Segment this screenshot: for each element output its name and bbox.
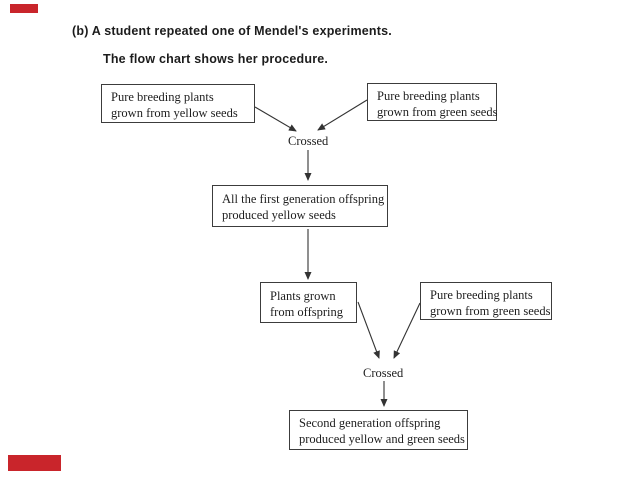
box-text-line: grown from yellow seeds (111, 106, 238, 120)
flowchart-box-first-generation: All the first generation offspring produ… (212, 185, 388, 227)
box-text-line: Plants grown (270, 289, 336, 303)
crossed-label-1: Crossed (288, 134, 329, 148)
box-text-line: grown from green seeds (377, 105, 498, 119)
flowchart-box-plants-from-offspring: Plants grown from offspring (260, 282, 357, 323)
red-accent-bar-top (10, 4, 38, 13)
flowchart-caption: The flow chart shows her procedure. (103, 52, 329, 66)
box-text-line: Second generation offspring (299, 416, 441, 430)
question-heading: (b) A student repeated one of Mendel's e… (72, 24, 392, 38)
box-text-line: Pure breeding plants (111, 90, 214, 104)
arrow-greenparents2-to-cross2 (393, 302, 421, 359)
box-text-line: Pure breeding plants (377, 89, 480, 103)
arrow-greenparents1-to-cross1 (317, 99, 368, 131)
arrow-yellowparents-to-cross1 (254, 106, 297, 132)
box-text-line: produced yellow seeds (222, 208, 336, 222)
crossed-label-2: Crossed (363, 366, 404, 380)
box-text-line: from offspring (270, 305, 344, 319)
box-text-line: produced yellow and green seeds (299, 432, 465, 446)
flowchart-box-pure-yellow-parents: Pure breeding plants grown from yellow s… (101, 84, 255, 123)
flowchart-box-pure-green-parents-2: Pure breeding plants grown from green se… (420, 282, 552, 320)
box-text-line: All the first generation offspring (222, 192, 385, 206)
box-text-line: grown from green seeds (430, 304, 551, 318)
flowchart-box-second-generation: Second generation offspring produced yel… (289, 410, 468, 450)
arrow-offspringplants-to-cross2 (357, 301, 380, 359)
red-accent-bar-bottom (8, 455, 61, 471)
box-text-line: Pure breeding plants (430, 288, 533, 302)
flowchart-box-pure-green-parents-1: Pure breeding plants grown from green se… (367, 83, 497, 121)
